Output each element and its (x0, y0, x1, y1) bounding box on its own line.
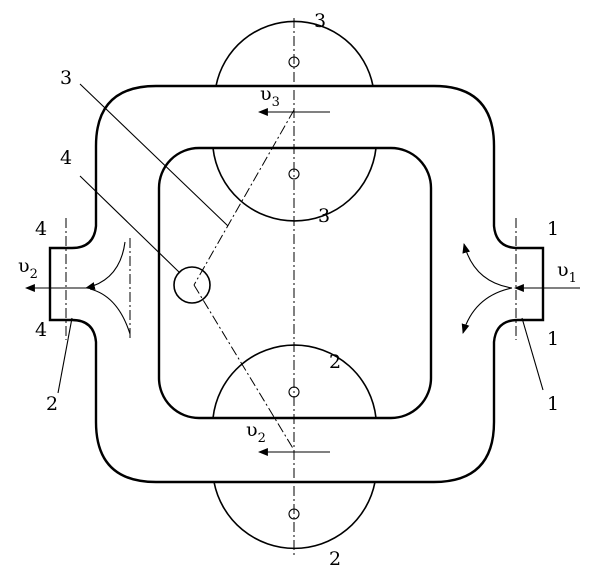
pin-hole (288, 386, 300, 398)
leader-line-4 (79, 175, 181, 274)
pin-hole (288, 168, 300, 180)
label-top-inner: 3 (318, 205, 330, 227)
flow-path-line (193, 284, 295, 451)
label-left-top-4: 4 (35, 218, 47, 240)
leader-line-2 (57, 317, 73, 394)
label-top-nozzle: 3 (314, 10, 326, 32)
v1-label: υ1 (557, 259, 577, 286)
label-right-top-1: 1 (547, 218, 559, 240)
right-split-arrow-up (462, 243, 513, 289)
right-split-arrow-down (461, 287, 513, 334)
flow-path-line (193, 109, 295, 286)
leader-line-1 (521, 317, 544, 391)
bottom-outer-segment (213, 481, 376, 550)
top-outer-segment (215, 20, 374, 87)
pin-hole (288, 508, 300, 520)
label-right-1: 1 (547, 393, 559, 415)
label-left-2: 2 (46, 393, 58, 415)
v2-left-label: υ2 (18, 255, 38, 282)
outer-casing (48, 84, 545, 484)
label-bottom-inner: 2 (329, 351, 341, 373)
bottom-inner-segment (212, 344, 377, 419)
left-merge-curve-bottom (89, 288, 131, 335)
top-inner-segment (212, 147, 377, 222)
label-right-bottom-1: 1 (547, 328, 559, 350)
pin-hole (288, 56, 300, 68)
inner-chamber (157, 146, 433, 420)
v3-label: υ3 (260, 83, 280, 110)
leader-line-3 (79, 83, 229, 227)
left-merge-curve-top (85, 241, 126, 290)
label-left-3: 3 (60, 67, 72, 89)
sensor-circle (173, 266, 211, 304)
label-bottom-nozzle: 2 (329, 548, 341, 570)
label-left-4: 4 (60, 147, 72, 169)
label-left-bottom-4: 4 (35, 319, 47, 341)
v2-bottom-label: υ2 (246, 419, 266, 446)
